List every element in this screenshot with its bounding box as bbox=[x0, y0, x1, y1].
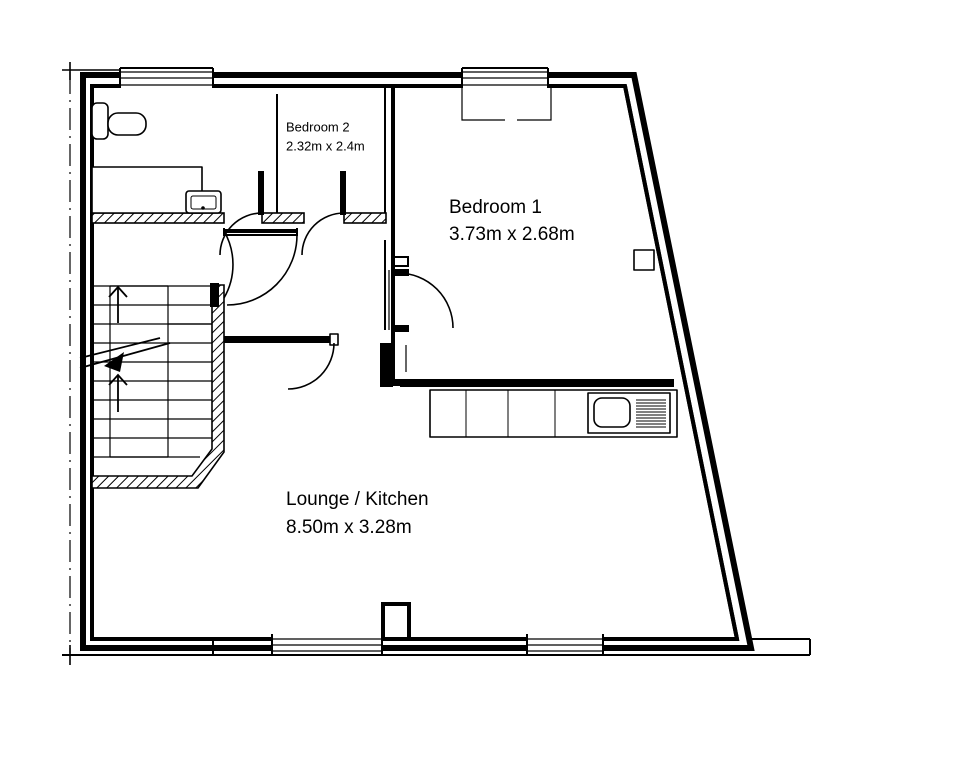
partition-wall-hatched-left bbox=[91, 212, 225, 224]
wash-basin-waste bbox=[201, 206, 205, 210]
door-hall-swing-helper bbox=[223, 230, 234, 299]
angled-right-wall bbox=[623, 85, 739, 640]
kitchen-sink-drainer bbox=[636, 399, 666, 428]
door-bathroom-leaf bbox=[258, 171, 264, 215]
door-hall-leaf bbox=[210, 283, 219, 307]
door-bedroom2-leaf bbox=[340, 171, 346, 215]
stair-direction-arrow-lower bbox=[108, 373, 128, 412]
door-hall bbox=[210, 230, 298, 307]
toilet-cistern bbox=[91, 102, 109, 140]
stair-break-line bbox=[79, 337, 171, 372]
bottom-projection bbox=[381, 602, 411, 639]
room-labels: Bedroom 2 2.32m x 2.4m Bedroom 1 3.73m x… bbox=[286, 119, 575, 538]
room-label-lounge-kitchen-dimensions: 8.50m x 3.28m bbox=[286, 517, 412, 538]
door-bathroom-swing bbox=[219, 212, 263, 256]
bathroom-fixtures bbox=[91, 102, 222, 214]
wall-niche-bedroom1 bbox=[633, 249, 655, 271]
room-label-bedroom-2-name: Bedroom 2 bbox=[286, 119, 350, 134]
bedroom1-south-wall bbox=[393, 379, 674, 386]
door-bedroom2-swing bbox=[301, 212, 345, 256]
room-label-lounge-kitchen-name: Lounge / Kitchen bbox=[286, 489, 429, 510]
top-windows bbox=[119, 67, 549, 88]
door-bedroom1-swing bbox=[397, 272, 454, 329]
door-bedroom2 bbox=[301, 171, 346, 256]
wall-nib-bedroom1 bbox=[393, 256, 409, 267]
toilet-pan bbox=[107, 112, 147, 136]
door-hall-swing bbox=[226, 234, 298, 306]
door-bedroom1-strike bbox=[393, 325, 409, 332]
door-bathroom bbox=[219, 171, 264, 256]
doors bbox=[210, 171, 454, 390]
door-bedroom1-leaf bbox=[393, 269, 409, 276]
room-label-bedroom-1-name: Bedroom 1 bbox=[449, 197, 542, 218]
room-label-bedroom-1-dimensions: 3.73m x 2.68m bbox=[449, 224, 575, 245]
kitchen-sink-bowl bbox=[593, 397, 631, 428]
partition-wall-hatched-right bbox=[343, 212, 387, 224]
partition-wall-hatched-mid bbox=[261, 212, 305, 224]
room-label-bedroom-2-dimensions: 2.32m x 2.4m bbox=[286, 138, 365, 153]
angled-wall-inner bbox=[623, 85, 739, 640]
stair-direction-arrow-upper bbox=[108, 285, 128, 323]
door-lounge-swing bbox=[287, 342, 335, 390]
wardrobe-recess-bedroom1 bbox=[461, 88, 552, 121]
bedroom1-door-pier bbox=[380, 343, 393, 387]
bath-tub bbox=[91, 166, 203, 214]
kitchen-units bbox=[429, 389, 678, 438]
hall-partition-wall bbox=[224, 336, 334, 343]
door-bedroom1 bbox=[393, 269, 454, 332]
door-lounge bbox=[287, 342, 335, 390]
bottom-windows bbox=[62, 602, 811, 656]
internal-walls bbox=[91, 74, 674, 489]
staircase bbox=[79, 285, 212, 458]
